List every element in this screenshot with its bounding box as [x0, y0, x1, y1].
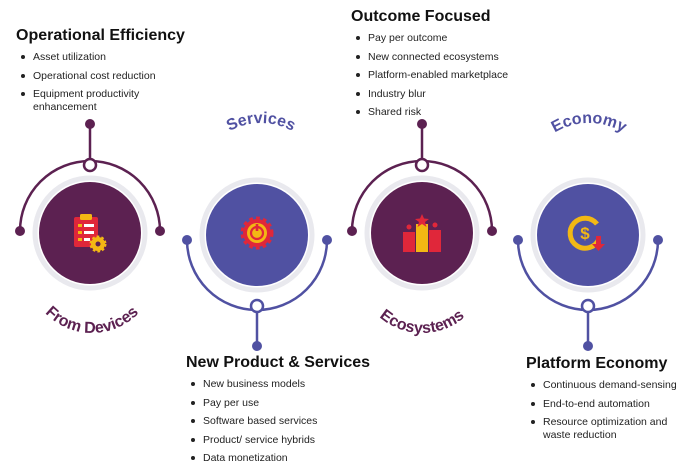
- stage-label: Services: [224, 110, 298, 135]
- arc-end-dot: [155, 226, 165, 236]
- arc-end-dot: [182, 235, 192, 245]
- platform-economy-block: Platform Economy Continuous demand-sensi…: [526, 355, 683, 448]
- bullet-item: Continuous demand-sensing: [531, 379, 683, 392]
- svg-text:$: $: [580, 224, 590, 243]
- operational-efficiency-block: Operational Efficiency Asset utilization…: [16, 27, 185, 120]
- bullet-item: New business models: [190, 378, 370, 391]
- connector-dot: [417, 119, 427, 129]
- bullet-item: Industry blur: [355, 88, 508, 101]
- bullet-list: Pay per outcome New connected ecosystems…: [351, 32, 508, 119]
- arc-node: [414, 157, 430, 173]
- block-heading: New Product & Services: [186, 354, 371, 371]
- bullet-item: Product/ service hybrids: [190, 434, 370, 447]
- svg-text:Ecosystems: Ecosystems: [377, 307, 468, 338]
- bullet-list: New business models Pay per use Software…: [186, 378, 370, 465]
- bullet-list: Continuous demand-sensing End-to-end aut…: [526, 379, 683, 442]
- bullet-item: Operational cost reduction: [21, 70, 185, 83]
- bullet-item: Platform-enabled marketplace: [355, 69, 509, 81]
- outcome-focused-block: Outcome Focused Pay per outcome New conn…: [351, 8, 508, 125]
- bullet-item: Software based services: [190, 415, 370, 428]
- stage-label: From Devices: [42, 303, 142, 337]
- arc-node: [82, 157, 98, 173]
- bullet-item: Shared risk: [355, 106, 508, 119]
- arc-end-dot: [513, 235, 523, 245]
- new-product-services-block: New Product & Services New business mode…: [186, 354, 370, 471]
- bullet-list: Asset utilization Operational cost reduc…: [16, 51, 185, 114]
- disc: [537, 184, 639, 286]
- arc-node: [249, 298, 265, 314]
- clipboard-gear-icon: [74, 214, 107, 253]
- dollar-cycle-icon: $: [567, 215, 605, 251]
- bullet-item: Pay per outcome: [355, 32, 508, 45]
- stage-services: Services: [182, 110, 332, 351]
- bullet-item: Data monetization: [190, 452, 370, 465]
- gear-power-icon: [240, 216, 274, 250]
- svg-text:Services: Services: [224, 110, 298, 135]
- stage-label: Ecosystems: [377, 307, 468, 338]
- block-heading: Platform Economy: [526, 355, 668, 372]
- bullet-item: Equipment productivity enhancement: [21, 88, 173, 114]
- stage-economy: $ Economy: [513, 110, 663, 351]
- connector-dot: [583, 341, 593, 351]
- stage-ecosystems: Ecosystems: [347, 119, 497, 337]
- podium-star-icon: [403, 214, 441, 252]
- arc-end-dot: [487, 226, 497, 236]
- bullet-item: New connected ecosystems: [355, 51, 508, 64]
- arc-end-dot: [322, 235, 332, 245]
- block-heading: Operational Efficiency: [16, 27, 185, 44]
- svg-text:From Devices: From Devices: [42, 303, 142, 337]
- arc-end-dot: [347, 226, 357, 236]
- stage-label: Economy: [549, 110, 630, 136]
- arc-node: [580, 298, 596, 314]
- arc-end-dot: [15, 226, 25, 236]
- arc-end-dot: [653, 235, 663, 245]
- bullet-item: End-to-end automation: [531, 398, 683, 411]
- bullet-item: Pay per use: [190, 397, 370, 410]
- block-heading: Outcome Focused: [351, 8, 491, 25]
- connector-dot: [85, 119, 95, 129]
- bullet-item: Resource optimization and waste reductio…: [531, 416, 683, 442]
- connector-dot: [252, 341, 262, 351]
- bullet-item: Asset utilization: [21, 51, 185, 64]
- stage-from-devices: From Devices: [15, 119, 165, 337]
- svg-text:Economy: Economy: [549, 110, 630, 136]
